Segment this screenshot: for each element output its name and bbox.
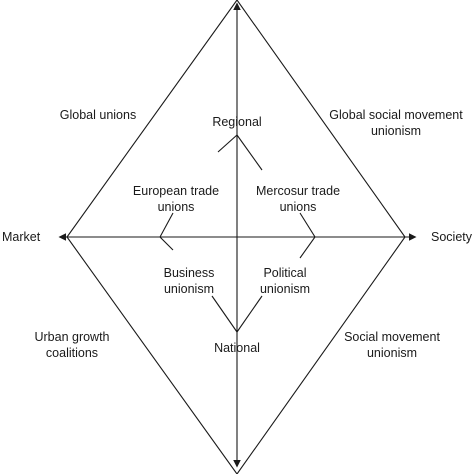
label-regional: Regional (212, 115, 262, 129)
inner-upper-right (236, 134, 263, 171)
label-european-line1: European trade (132, 184, 220, 198)
label-mercosur-line1: Mercosur trade (255, 184, 341, 198)
label-political-line1: Political (263, 266, 307, 280)
label-global-social-movement-line2: unionism (370, 124, 422, 138)
label-urban-growth-coalitions: Urban growth coalitions (34, 329, 109, 361)
label-social-movement-line2: unionism (366, 346, 418, 360)
label-global-unions: Global unions (59, 108, 137, 122)
label-market: Market (2, 230, 41, 244)
label-social-movement-unionism: Social movement unionism (344, 329, 440, 361)
outer-diamond (66, 0, 406, 474)
label-society: Society (431, 230, 472, 244)
inner-lower-left (211, 295, 238, 333)
label-european-line2: unions (157, 200, 195, 214)
label-global-social-movement-unionism: Global social movement unionism (329, 107, 462, 139)
inner-right (299, 212, 316, 259)
label-global-social-movement-line1: Global social movement (329, 108, 463, 122)
label-urban-growth-line2: coalitions (45, 346, 99, 360)
label-social-movement-line1: Social movement (344, 330, 440, 344)
inner-left-upper (159, 212, 174, 251)
label-political-unionism: Political unionism (260, 265, 310, 297)
label-political-line2: unionism (259, 282, 311, 296)
label-mercosur-line2: unions (279, 200, 317, 214)
inner-upper-left (217, 134, 238, 153)
label-european-trade-unions: European trade unions (133, 183, 219, 215)
label-urban-growth-line1: Urban growth (34, 330, 110, 344)
label-mercosur-trade-unions: Mercosur trade unions (256, 183, 340, 215)
label-business-unionism: Business unionism (164, 265, 215, 297)
label-business-line2: unionism (163, 282, 215, 296)
label-national: National (214, 341, 260, 355)
inner-lower-right (236, 295, 263, 333)
label-business-line1: Business (163, 266, 215, 280)
